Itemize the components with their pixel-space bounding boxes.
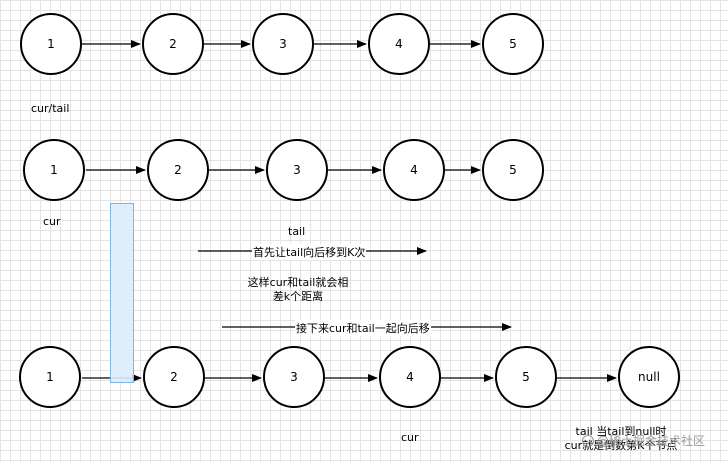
row3-node-4: 4 bbox=[379, 346, 441, 408]
step3-note: 接下来cur和tail一起向后移 bbox=[295, 320, 431, 336]
row3-end-note-line1: tail 当tail到null时 bbox=[575, 425, 667, 438]
step2-note-line1: 这样cur和tail就会相 bbox=[247, 276, 349, 289]
row2-node-4: 4 bbox=[383, 139, 445, 201]
row3-node-2: 2 bbox=[143, 346, 205, 408]
row3-end-note: tail 当tail到null时 cur就是倒数第K个节点 bbox=[556, 425, 686, 453]
row1-cur-tail-label: cur/tail bbox=[31, 102, 70, 115]
row2-cur-label: cur bbox=[43, 215, 61, 228]
row2-node-1: 1 bbox=[23, 139, 85, 201]
step2-note: 这样cur和tail就会相 差k个距离 bbox=[238, 276, 358, 304]
row1-node-1: 1 bbox=[20, 13, 82, 75]
row2-node-2: 2 bbox=[147, 139, 209, 201]
row2-tail-label: tail bbox=[288, 225, 306, 238]
row3-node-5: 5 bbox=[495, 346, 557, 408]
row1-node-2: 2 bbox=[142, 13, 204, 75]
watermark-logo-icon bbox=[582, 435, 594, 447]
row3-node-null: null bbox=[618, 346, 680, 408]
row3-node-3: 3 bbox=[263, 346, 325, 408]
step1-note: 首先让tail向后移到K次 bbox=[252, 244, 367, 260]
watermark-text: @稀土掘金技术社区 bbox=[597, 434, 706, 448]
row2-node-3: 3 bbox=[266, 139, 328, 201]
highlight-box bbox=[110, 203, 134, 383]
row3-node-1: 1 bbox=[19, 346, 81, 408]
row1-node-3: 3 bbox=[252, 13, 314, 75]
row2-node-5: 5 bbox=[482, 139, 544, 201]
row1-node-4: 4 bbox=[368, 13, 430, 75]
row1-node-5: 5 bbox=[482, 13, 544, 75]
row3-cur-label: cur bbox=[401, 431, 419, 444]
step2-note-line2: 差k个距离 bbox=[272, 290, 324, 303]
watermark: @稀土掘金技术社区 bbox=[582, 432, 705, 449]
